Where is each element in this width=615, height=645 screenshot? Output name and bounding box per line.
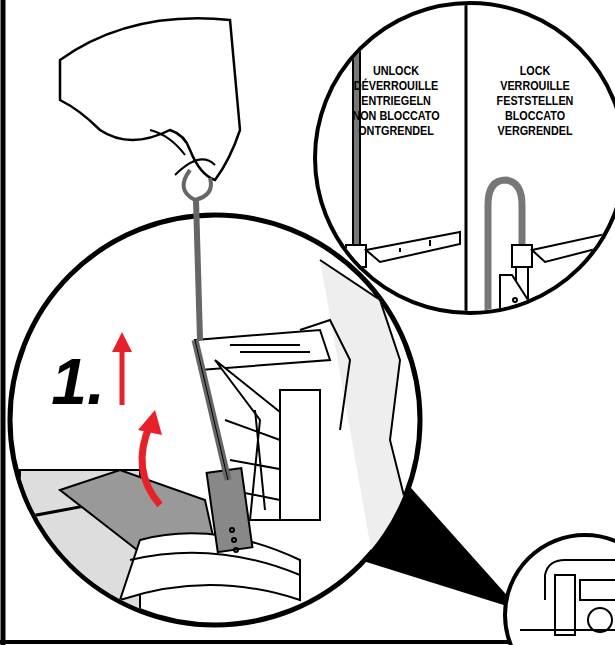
state-label: DÉVERROUILLE bbox=[354, 79, 439, 93]
state-label: NON BLOCCATO bbox=[352, 109, 439, 123]
detail-circle bbox=[505, 535, 615, 645]
state-label: ENTRIEGELN bbox=[361, 94, 431, 108]
step-number: 1. bbox=[51, 350, 104, 414]
state-label: BLOCCATO bbox=[505, 109, 565, 123]
state-label: UNLOCK bbox=[373, 64, 419, 78]
rotate-arrow bbox=[142, 425, 160, 505]
inset-circle bbox=[315, 0, 615, 330]
lift-arrow bbox=[120, 350, 125, 405]
lift-arrow bbox=[112, 332, 132, 352]
rotate-arrow bbox=[138, 410, 162, 435]
state-label: FESTSTELLEN bbox=[497, 94, 574, 108]
state-label: VERROUILLE bbox=[500, 79, 570, 93]
state-label: LOCK bbox=[520, 64, 551, 78]
state-label: VERGRENDEL bbox=[497, 124, 572, 138]
frame-line bbox=[1, 0, 6, 645]
state-label: ONTGRENDEL bbox=[358, 124, 434, 138]
